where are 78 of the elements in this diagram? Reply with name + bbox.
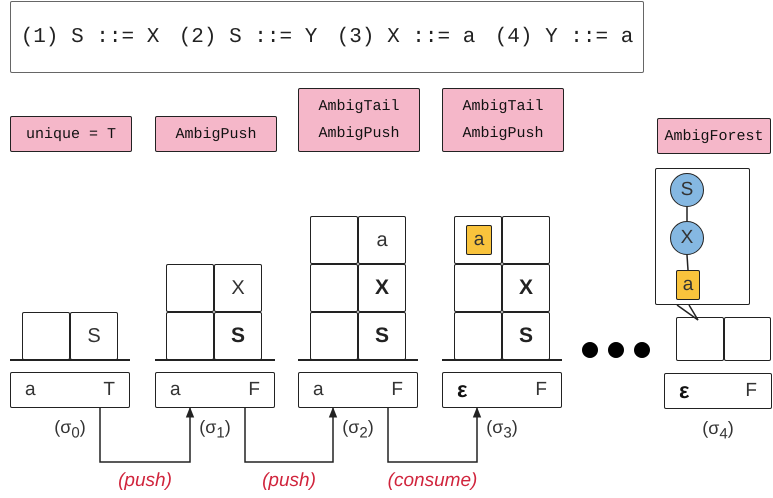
flag-text: AmbigTail (318, 98, 400, 115)
stack-cell (454, 312, 502, 360)
arrow (99, 406, 194, 463)
stack-cell (310, 216, 358, 264)
flag-box (657, 118, 771, 154)
node-label: X (680, 227, 694, 249)
stack-cell (310, 312, 358, 360)
config-value: F (248, 379, 260, 401)
flag-text: AmbigPush (175, 126, 256, 142)
stack-symbol: X (518, 276, 533, 300)
tree-line (686, 254, 689, 270)
stack-cell (310, 264, 358, 312)
arrow (244, 406, 338, 463)
stack-cell (70, 312, 118, 360)
grammar-rule: (3) X ::= a (336, 26, 476, 48)
state-label: (σ$_{4}$) (702, 418, 734, 443)
stack-symbol: S (518, 324, 533, 348)
flag-box (442, 88, 564, 152)
config-value: F (535, 379, 547, 401)
flag-text: AmbigForest (664, 128, 764, 144)
edge-label: (push) (118, 470, 172, 492)
flag-text: AmbigPush (462, 125, 544, 142)
tree-line (686, 207, 688, 221)
node-label: a (474, 229, 484, 251)
stack-cell (454, 264, 502, 312)
stack-cell (214, 264, 262, 312)
stack-cell (724, 317, 771, 361)
nonterminal-circle (670, 221, 704, 255)
config-value: T (103, 379, 115, 401)
grammar-rule: (1) S ::= X (20, 26, 160, 48)
flag-box (298, 88, 420, 152)
stack-symbol: S (374, 324, 389, 348)
edge-label: (consume) (388, 470, 478, 492)
flag-text: unique = T (26, 126, 116, 142)
stack-cell (502, 264, 550, 312)
state-label: (σ$_{1}$) (199, 417, 231, 442)
stack-symbol: S (230, 324, 245, 348)
stack-symbol: a (376, 228, 388, 252)
stack-cell (358, 312, 406, 360)
callout-tail (676, 304, 699, 321)
stack-symbol: X (374, 276, 389, 300)
stack-cell (454, 216, 502, 264)
stack-cell (502, 312, 550, 360)
state-label: (σ$_{0}$) (54, 417, 86, 442)
flag-box (155, 116, 277, 152)
stack-cell (358, 216, 406, 264)
callout-bubble (655, 168, 750, 305)
stack-cell (676, 317, 724, 361)
stack-symbol: X (231, 276, 245, 300)
config-value: ε (457, 377, 468, 403)
grammar-rule: (4) Y ::= a (494, 26, 634, 48)
grammar-box (10, 1, 644, 73)
stack-cell (166, 312, 214, 360)
stack-cell (358, 264, 406, 312)
config-value: a (170, 379, 181, 401)
terminal-box (676, 270, 700, 300)
nonterminal-circle (670, 173, 704, 207)
node-label: a (682, 274, 694, 296)
arrow (387, 406, 482, 463)
state-label: (σ$_{3}$) (486, 417, 518, 442)
grammar-rule: (2) S ::= Y (178, 26, 318, 48)
edge-label: (push) (262, 470, 316, 492)
stack-cell (22, 312, 70, 360)
config-value: F (391, 379, 403, 401)
stack-cell (214, 312, 262, 360)
node-label: S (680, 179, 694, 201)
config-value: F (745, 380, 757, 402)
stack-symbol: S (87, 324, 101, 348)
stack-cell (166, 264, 214, 312)
config-value: a (313, 379, 324, 401)
flag-text: AmbigPush (318, 125, 400, 142)
terminal-box (466, 225, 492, 255)
config-value: ε (679, 378, 690, 404)
flag-box (10, 116, 132, 152)
flag-text: AmbigTail (462, 98, 544, 115)
config-value: a (25, 379, 36, 401)
state-label: (σ$_{2}$) (342, 417, 374, 442)
stack-cell (502, 216, 550, 264)
